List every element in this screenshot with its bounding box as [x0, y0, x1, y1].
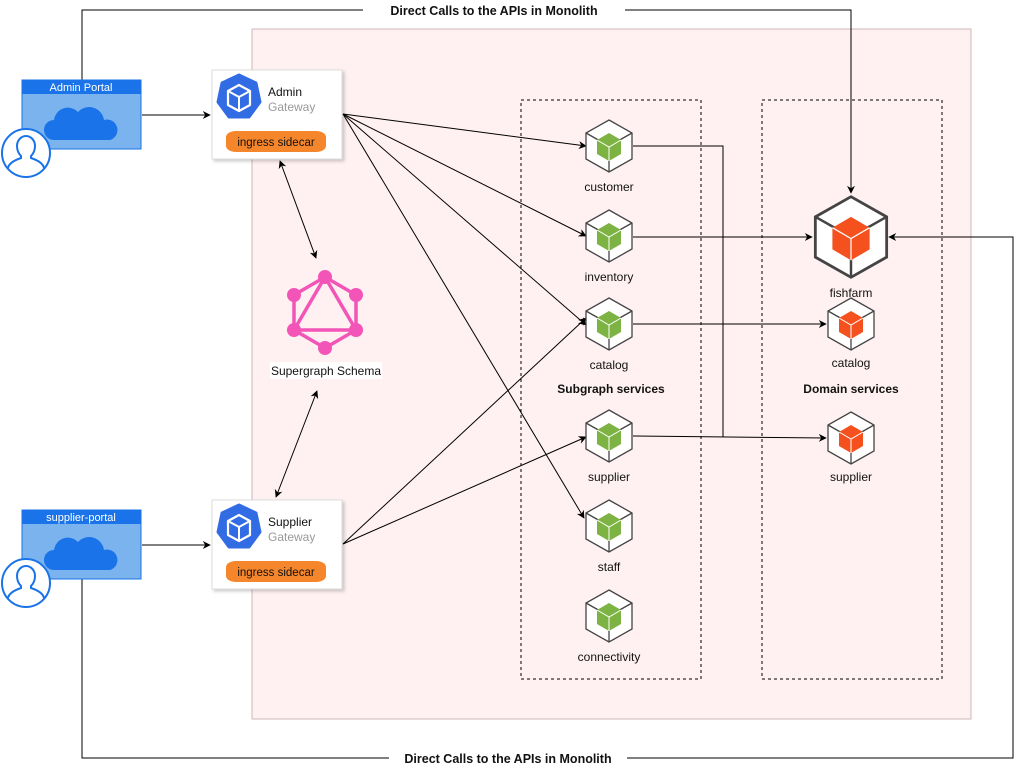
subgraph-service-inventory[interactable]: inventory [585, 209, 634, 284]
supplier-gateway-connectors [342, 317, 587, 545]
service-label: inventory [585, 270, 634, 284]
service-label: staff [598, 560, 621, 574]
customer-to-supplier-connector [633, 145, 724, 437]
subgraph-services-group [520, 99, 702, 680]
supplier-to-domain-supplier-arrow [632, 433, 827, 442]
admin-gateway-connectors [342, 113, 587, 519]
supplier-portal-title: supplier-portal [46, 512, 116, 524]
subgraph-service-supplier[interactable]: supplier [585, 409, 633, 484]
kubernetes-icon [216, 73, 262, 119]
subgraph-service-catalog[interactable]: catalog [585, 297, 633, 372]
admin-gateway[interactable]: Admin Gateway ingress sidecar [211, 69, 343, 160]
subgraph-service-customer[interactable]: customer [584, 119, 634, 194]
supplier-ingress-sidecar: ingress sidecar [237, 567, 315, 579]
admin-to-catalog-arrow [342, 113, 587, 326]
supergraph-schema-label: Supergraph Schema [271, 364, 381, 378]
supplier-gateway-schema-arrow [274, 390, 319, 498]
admin-to-staff-arrow [342, 113, 585, 519]
subgraph-services-title: Subgraph services [557, 382, 665, 396]
subgraph-service-staff[interactable]: staff [585, 499, 633, 574]
supplier-portal[interactable]: supplier-portal [21, 509, 142, 580]
service-label: supplier [830, 470, 872, 484]
admin-to-inventory-arrow [342, 113, 587, 237]
admin-ingress-sidecar: ingress sidecar [237, 137, 315, 149]
fishfarm-label: fishfarm [830, 286, 873, 300]
service-label: connectivity [578, 650, 641, 664]
service-label: customer [584, 180, 633, 194]
admin-to-customer-arrow [342, 113, 587, 150]
admin-user-icon [1, 128, 51, 178]
supplier-gw-to-catalog-arrow [342, 317, 587, 545]
domain-services-title: Domain services [803, 382, 899, 396]
bottom-direct-call-connector [81, 233, 1014, 759]
admin-gateway-name: Admin [268, 85, 302, 99]
subgraph-service-connectivity[interactable]: connectivity [578, 589, 641, 664]
domain-services-group [761, 99, 943, 680]
supergraph-schema[interactable]: Supergraph Schema [270, 270, 382, 379]
supplier-gateway-name: Supplier [268, 515, 312, 529]
admin-portal-title: Admin Portal [50, 82, 113, 94]
service-label: catalog [832, 356, 871, 370]
service-label: supplier [588, 470, 630, 484]
bottom-direct-call-label: Direct Calls to the APIs in Monolith [404, 752, 611, 766]
admin-gateway-type: Gateway [268, 100, 315, 114]
kubernetes-icon [216, 503, 262, 549]
service-label: catalog [590, 358, 629, 372]
supplier-user-icon [1, 558, 51, 608]
supplier-gateway[interactable]: Supplier Gateway ingress sidecar [211, 499, 343, 590]
supplier-gw-to-supplier-arrow [342, 436, 587, 545]
supplier-gateway-type: Gateway [268, 530, 315, 544]
monolith-fishfarm[interactable]: fishfarm [813, 195, 889, 300]
admin-gateway-schema-arrow [278, 160, 318, 259]
top-direct-call-label: Direct Calls to the APIs in Monolith [390, 4, 597, 18]
domain-service-catalog[interactable]: catalog [827, 297, 875, 370]
domain-service-supplier[interactable]: supplier [827, 411, 875, 484]
